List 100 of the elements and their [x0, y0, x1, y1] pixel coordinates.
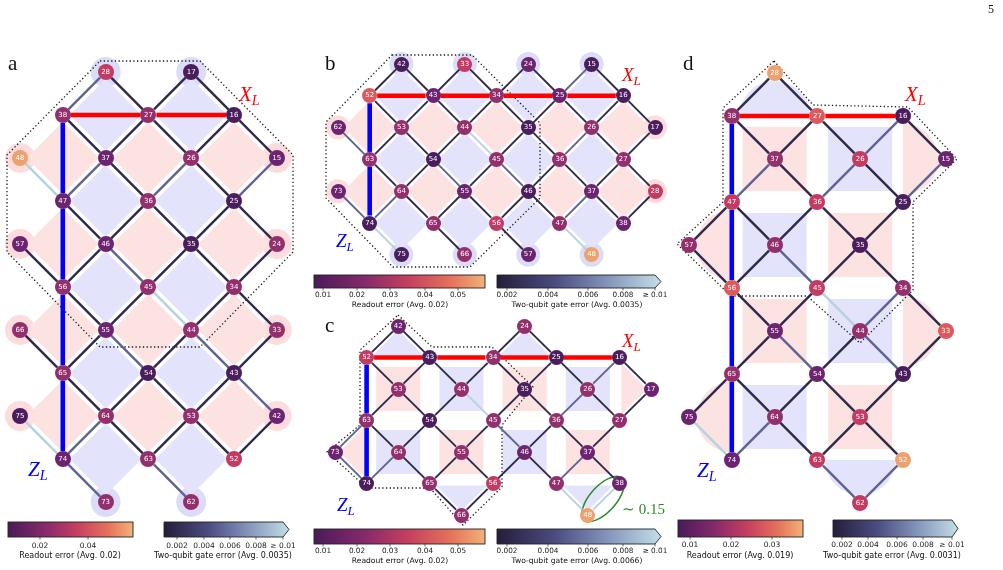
coupler-line — [195, 119, 230, 154]
coupler-line — [437, 195, 461, 219]
coupler-line — [532, 100, 556, 124]
coupler-line — [627, 163, 651, 187]
coupler-line — [67, 119, 101, 154]
logical-operator-line — [377, 93, 426, 99]
coupler-line — [195, 291, 230, 326]
coupler-line — [437, 68, 461, 92]
coupler-line — [153, 291, 187, 326]
coupler-line — [437, 227, 461, 251]
coupler-line — [195, 420, 230, 455]
logical-operator-line — [60, 123, 66, 193]
coupler-line — [195, 76, 230, 111]
coupler-line — [532, 68, 556, 92]
logical-operator-line — [567, 93, 616, 99]
logical-z-label: Z$_{L}$ — [28, 459, 48, 480]
coupler-line — [564, 68, 588, 92]
coupler-line — [24, 162, 59, 197]
coupler-line — [595, 163, 619, 187]
coupler-line — [110, 334, 144, 369]
coupler-line — [500, 195, 524, 219]
coupler-line — [24, 334, 59, 369]
coupler-line — [500, 68, 524, 92]
coupler-line — [500, 227, 524, 251]
coupler-line — [405, 100, 429, 124]
coupler-line — [238, 119, 273, 154]
coupler-line — [238, 420, 273, 455]
coupler-line — [564, 195, 588, 219]
coupler-line — [67, 76, 101, 111]
coupler-line — [67, 248, 101, 283]
page-number: 5 — [988, 3, 994, 15]
logical-operator-line — [60, 295, 66, 365]
coupler-line — [67, 420, 101, 455]
coupler-line — [627, 195, 651, 219]
coupler-line — [405, 131, 429, 156]
coupler-line — [195, 162, 230, 197]
coupler-line — [437, 131, 461, 156]
coupler-line — [110, 291, 144, 326]
coupler-line — [374, 163, 398, 187]
coupler-line — [67, 377, 101, 412]
logical-x-label: X$_{L}$ — [239, 84, 260, 105]
coupler-line — [532, 163, 556, 187]
coupler-line — [469, 68, 493, 92]
coupler-line — [24, 248, 59, 283]
coupler-line — [67, 162, 101, 197]
logical-operator-line — [156, 112, 226, 118]
coupler-line — [238, 248, 273, 283]
colorbar-title: Readout error (Avg. 0.019) — [686, 552, 794, 560]
colorbar-title: Readout error (Avg. 0.02) — [19, 552, 121, 560]
logical-operator-line — [504, 93, 553, 99]
coupler-line — [110, 420, 144, 455]
coupler-line — [153, 76, 187, 111]
coupler-line — [238, 377, 273, 412]
coupler-line — [469, 100, 493, 124]
coupler-line — [437, 163, 461, 187]
colorbar-title: Two-qubit gate error (Avg. 0.0031) — [823, 552, 961, 560]
coupler-line — [238, 291, 273, 326]
coupler-line — [153, 334, 187, 369]
logical-operator-line — [70, 112, 141, 118]
coupler-line — [500, 100, 524, 124]
coupler-line — [564, 227, 588, 251]
coupler-line — [67, 334, 101, 369]
logical-operator-line — [367, 103, 372, 152]
coupler-line — [405, 163, 429, 187]
coupler-line — [437, 100, 461, 124]
coupler-line — [374, 100, 398, 124]
coupler-line — [24, 420, 59, 455]
coupler-line — [564, 131, 588, 156]
logical-z-label: Z$_{L}$ — [336, 231, 354, 250]
coupler-line — [195, 377, 230, 412]
coupler-line — [110, 76, 144, 111]
coupler-line — [153, 248, 187, 283]
coupler-line — [110, 119, 144, 154]
coupler-line — [500, 163, 524, 187]
coupler-line — [67, 463, 101, 498]
coupler-line — [153, 377, 187, 412]
coupler-line — [67, 205, 101, 240]
coupler-line — [374, 227, 398, 251]
panel-label: d — [683, 53, 694, 74]
coupler-line — [595, 195, 619, 219]
coupler-line — [153, 205, 187, 240]
coupler-line — [374, 131, 398, 156]
coupler-line — [110, 205, 144, 240]
panel-label: b — [325, 53, 336, 74]
coupler-line — [405, 195, 429, 219]
coupler-line — [374, 68, 398, 92]
coupler-line — [153, 463, 187, 498]
panel-label: a — [8, 53, 18, 74]
coupler-line — [532, 131, 556, 156]
coupler-line — [153, 162, 187, 197]
coupler-line — [374, 195, 398, 219]
coupler-line — [195, 334, 230, 369]
coupler-line — [238, 334, 273, 369]
coupler-line — [195, 248, 230, 283]
coupler-line — [342, 195, 366, 219]
logical-operator-line — [60, 209, 66, 279]
coupler-line — [110, 377, 144, 412]
coupler-line — [532, 195, 556, 219]
coupler-line — [469, 195, 493, 219]
coupler-line — [153, 420, 187, 455]
